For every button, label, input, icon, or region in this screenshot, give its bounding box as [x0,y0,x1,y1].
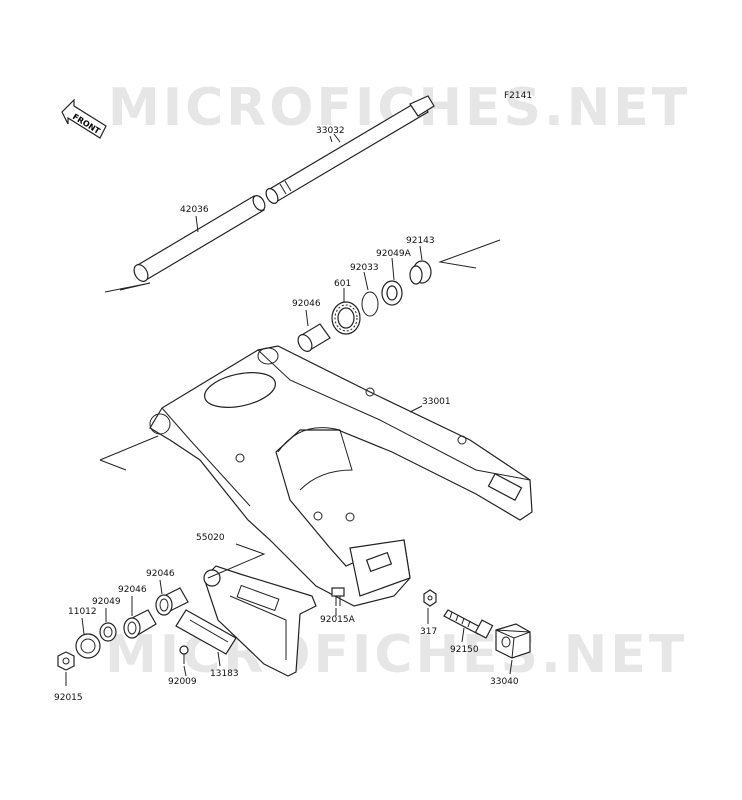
leader-33032 [329,135,333,143]
chain-guard-55020 [203,565,317,677]
label-33040: 33040 [490,677,519,687]
front-arrow-icon: FRONT [61,98,107,139]
seal-92049A [381,280,403,306]
label-92143: 92143 [406,236,435,246]
leader-33040 [509,659,513,675]
label-33032: 33032 [316,126,345,136]
leader-92046-right [305,309,309,327]
label-33001: 33001 [422,397,451,407]
label-92150: 92150 [450,645,479,655]
leader-42036 [195,215,199,233]
collar-42036 [133,195,266,282]
leader-92046-left-a [159,579,163,595]
bearing-601 [331,301,361,335]
cap-11012 [75,633,101,659]
label-11012: 11012 [68,607,97,617]
label-92046-left-b: 92046 [118,585,147,595]
axis-line-left [104,282,151,293]
collar-92143 [409,260,432,285]
needle-bearing-92046-left-b [123,609,157,639]
leader-13183 [217,651,221,667]
needle-bearing-92046-right [297,323,331,352]
axis-line-pivot [99,435,159,461]
seal-92049 [99,622,117,642]
label-92049A: 92049A [376,249,412,259]
label-92015A: 92015A [320,615,356,625]
axis-line-pivot-b [99,459,127,471]
label-317: 317 [420,627,437,637]
needle-bearing-92046-left-a [155,587,189,616]
axis-line-right [438,239,501,269]
leader-92143 [419,245,423,261]
label-92015: 92015 [54,693,83,703]
bolt-92150 [443,609,494,639]
leader-92049A [391,257,395,281]
swingarm-33001 [149,345,533,607]
nut-317 [423,589,437,607]
leader-92150 [461,627,465,643]
label-92046-right: 92046 [292,299,321,309]
leader-33001 [409,405,423,413]
label-92049: 92049 [92,597,121,607]
axle-33032 [265,95,435,204]
leader-92033 [363,271,369,291]
label-42036: 42036 [180,205,209,215]
figure-code: F2141 [504,91,532,101]
label-55020: 55020 [196,533,225,543]
screw-92009 [179,645,189,664]
leader-11012 [81,617,85,635]
guard-pad-13183 [175,609,237,655]
label-92046-left-a: 92046 [146,569,175,579]
nut-92015 [57,651,75,671]
label-92033: 92033 [350,263,379,273]
circlip-92033 [361,291,379,317]
adjuster-33040 [495,623,531,659]
label-601: 601 [334,279,351,289]
leader-55020 [207,543,266,579]
label-92009: 92009 [168,677,197,687]
label-13183: 13183 [210,669,239,679]
bolt-92015A [331,587,345,606]
leader-92009 [183,665,187,677]
